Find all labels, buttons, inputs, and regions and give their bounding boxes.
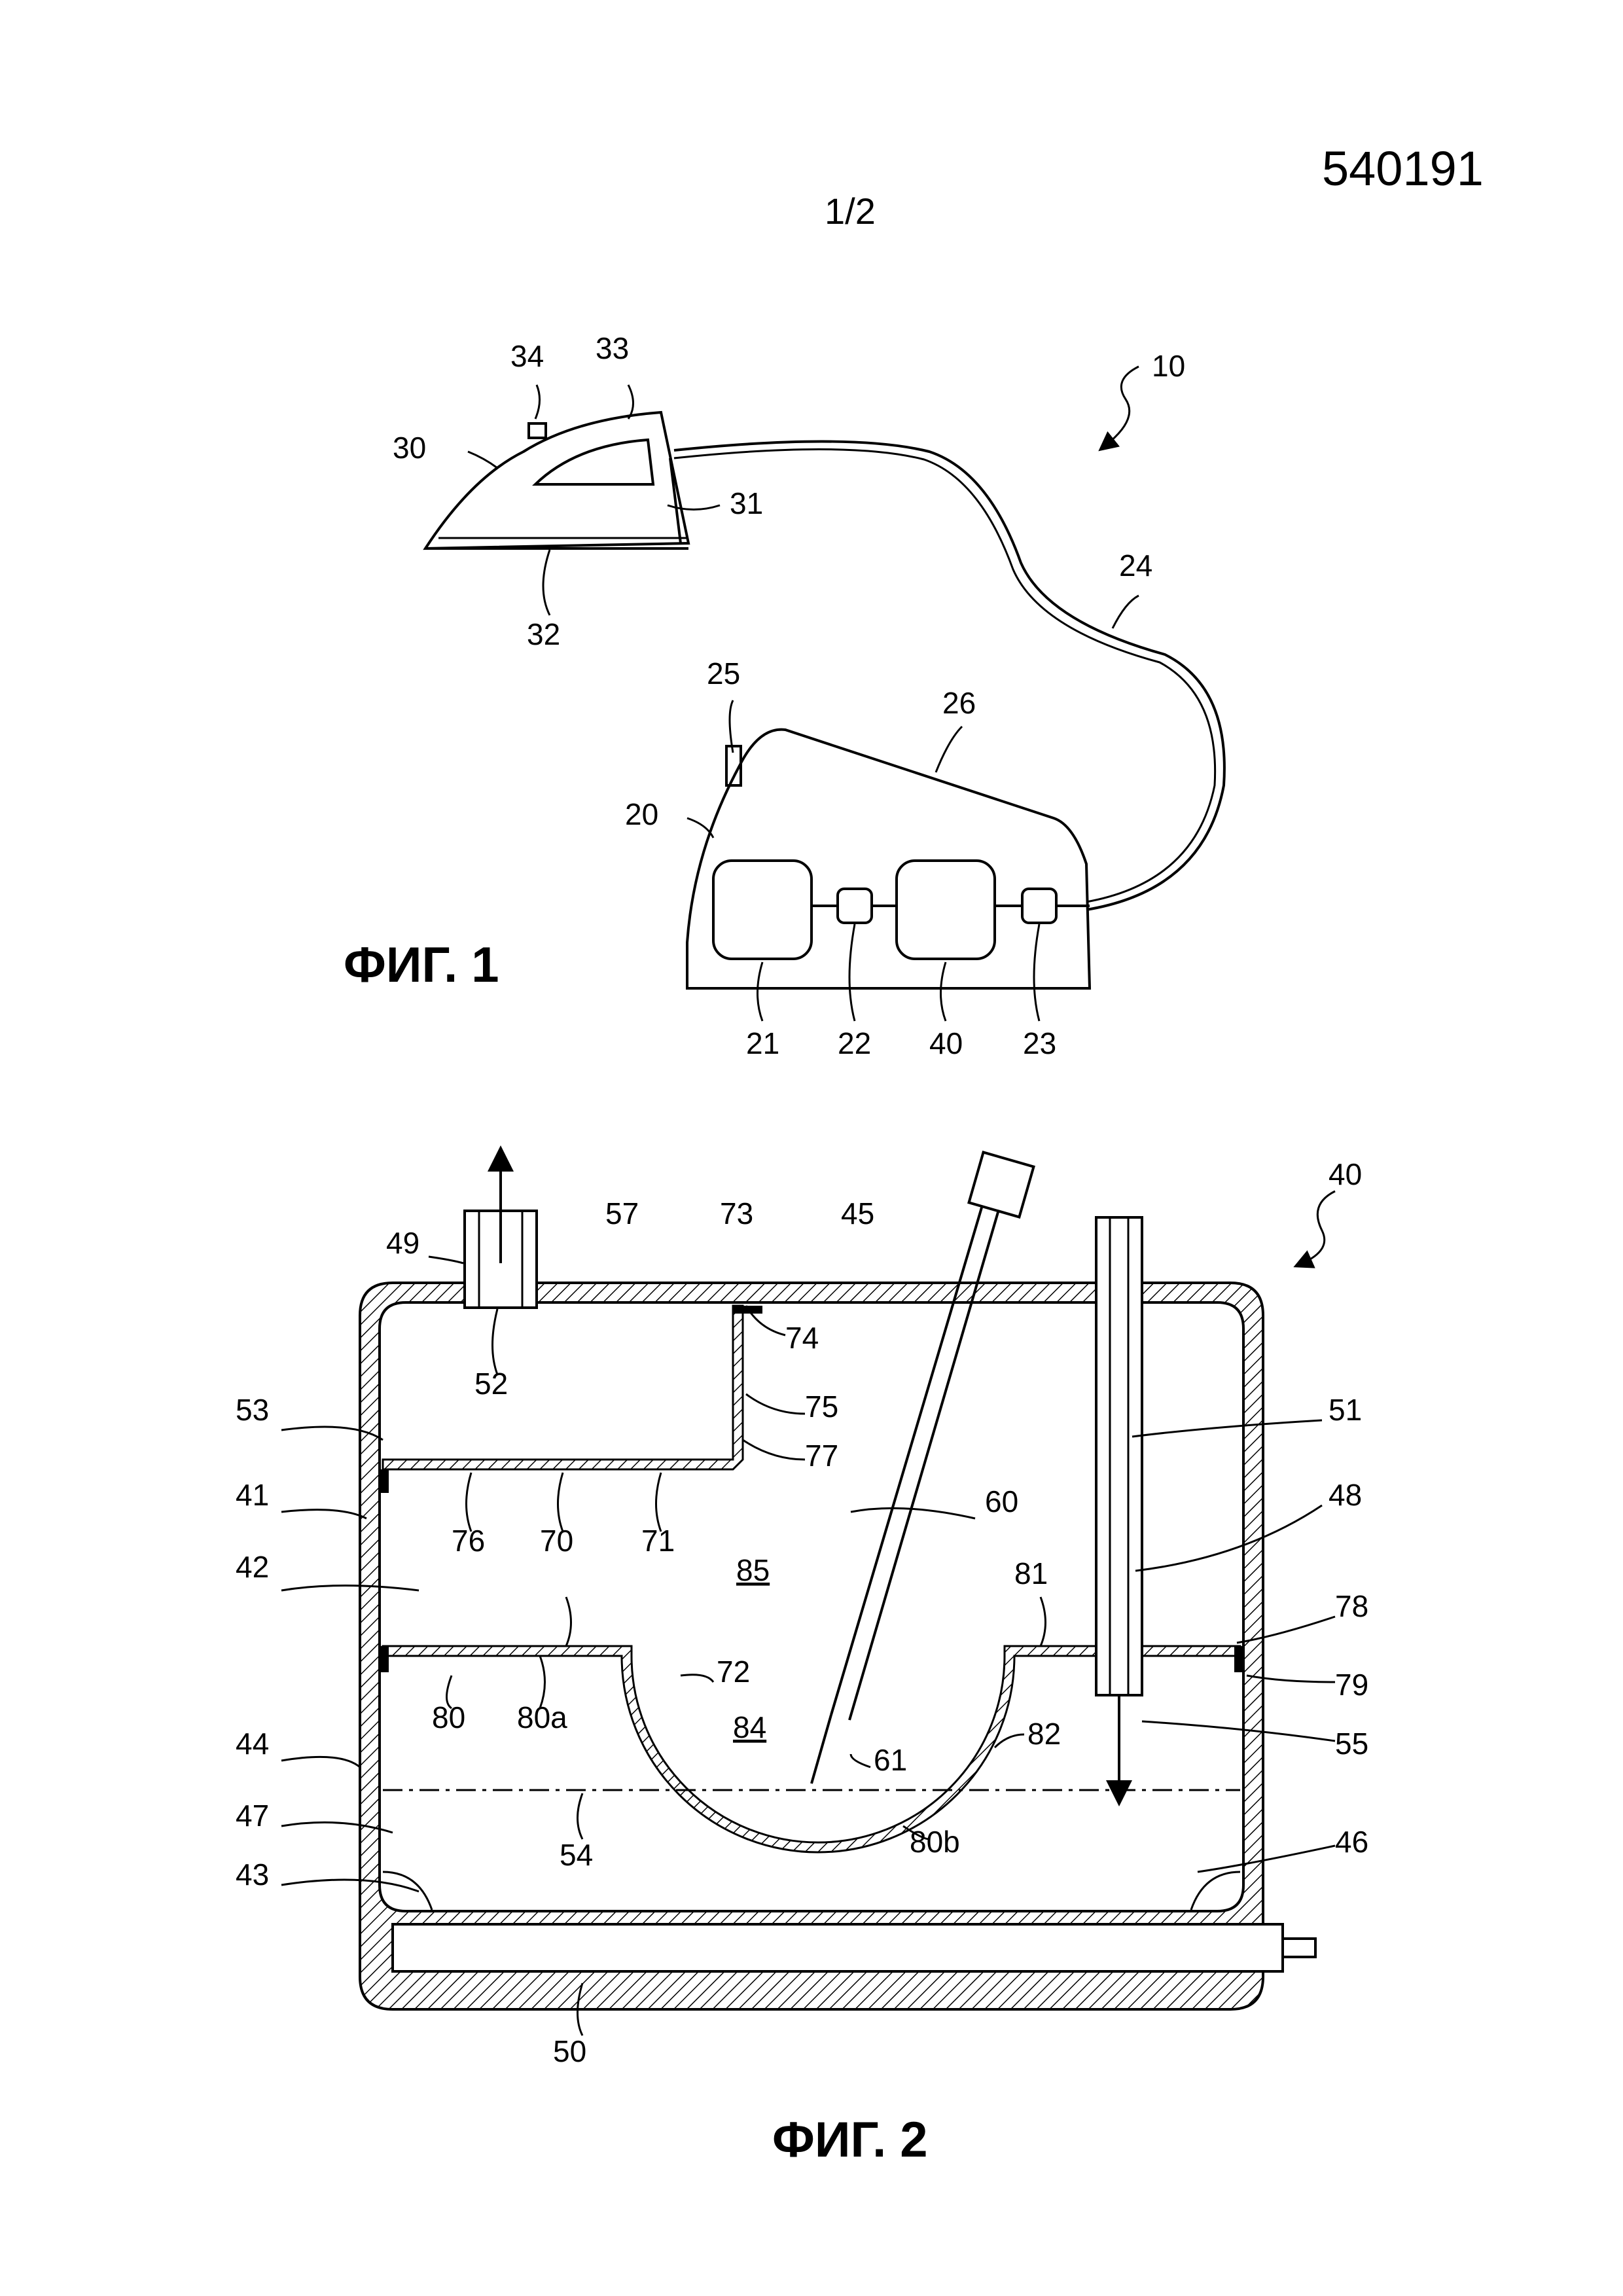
- label-23: 23: [1023, 1026, 1056, 1060]
- label-42: 42: [236, 1550, 269, 1584]
- label-43: 43: [236, 1857, 269, 1892]
- label-85: 85: [736, 1553, 770, 1587]
- label-61: 61: [874, 1743, 907, 1777]
- figure-1-caption: ФИГ. 1: [344, 937, 499, 993]
- iron: [423, 410, 690, 550]
- label-33: 33: [596, 331, 629, 365]
- label-84: 84: [733, 1710, 766, 1744]
- label-52: 52: [474, 1367, 508, 1401]
- label-70: 70: [540, 1524, 573, 1558]
- label-72: 72: [717, 1655, 750, 1689]
- label-71: 71: [641, 1524, 675, 1558]
- label-53: 53: [236, 1393, 269, 1427]
- label-79: 79: [1335, 1668, 1368, 1702]
- fig2-label-40: 40: [1329, 1157, 1362, 1191]
- label-76: 76: [452, 1524, 485, 1558]
- label-21: 21: [746, 1026, 779, 1060]
- label-44: 44: [236, 1727, 269, 1761]
- label-80a: 80a: [517, 1700, 567, 1734]
- label-75: 75: [805, 1390, 838, 1424]
- label-55: 55: [1335, 1727, 1368, 1761]
- sheet-number: 1/2: [825, 190, 876, 232]
- label-48: 48: [1329, 1478, 1362, 1512]
- label-82: 82: [1027, 1717, 1061, 1751]
- label-46: 46: [1335, 1825, 1368, 1859]
- label-30: 30: [393, 431, 426, 465]
- label-41: 41: [236, 1478, 269, 1512]
- figure-2: 40 49 52 57 73 45 74 75 77 53 41 42 76 7…: [236, 1145, 1368, 2168]
- label-49: 49: [386, 1226, 419, 1260]
- label-45: 45: [841, 1196, 874, 1230]
- label-47: 47: [236, 1799, 269, 1833]
- probe: [810, 1151, 1035, 1784]
- document-number: 540191: [1322, 141, 1484, 196]
- label-74: 74: [785, 1321, 819, 1355]
- label-34: 34: [510, 339, 544, 373]
- label-80: 80: [432, 1700, 465, 1734]
- label-73: 73: [720, 1196, 753, 1230]
- label-32: 32: [527, 617, 560, 651]
- label-50: 50: [553, 2034, 586, 2068]
- label-60: 60: [985, 1484, 1018, 1518]
- label-40: 40: [929, 1026, 963, 1060]
- label-22: 22: [838, 1026, 871, 1060]
- label-10: 10: [1152, 349, 1185, 383]
- label-24: 24: [1119, 548, 1152, 583]
- figure-1: 10 30 34 33 31 32 24 25 26 20 21 22 40 2…: [344, 331, 1226, 1060]
- label-31: 31: [730, 486, 763, 520]
- label-51: 51: [1329, 1393, 1362, 1427]
- figure-2-caption: ФИГ. 2: [772, 2112, 928, 2168]
- label-78: 78: [1335, 1589, 1368, 1623]
- label-57: 57: [605, 1196, 639, 1230]
- base-station: [686, 728, 1092, 990]
- label-81: 81: [1014, 1556, 1048, 1590]
- label-80b: 80b: [910, 1825, 960, 1859]
- label-54: 54: [560, 1838, 593, 1872]
- label-25: 25: [707, 656, 740, 691]
- label-26: 26: [942, 686, 976, 720]
- label-77: 77: [805, 1439, 838, 1473]
- label-20: 20: [625, 797, 658, 831]
